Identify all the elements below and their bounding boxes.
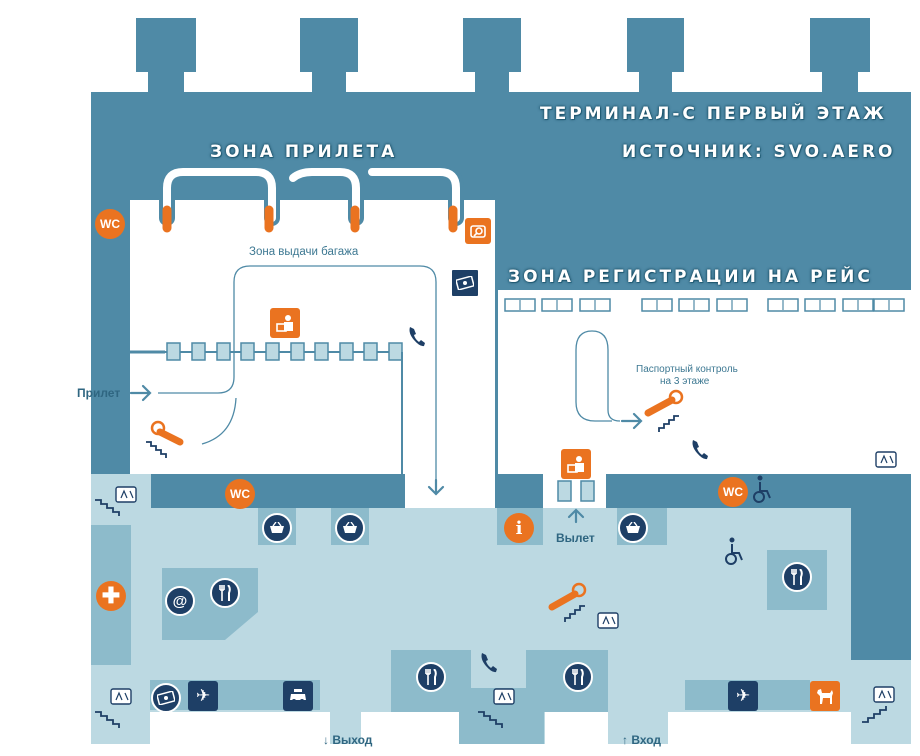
baggage-claim-label: Зона выдачи багажа: [249, 246, 359, 258]
restaurant-icon: [416, 662, 446, 692]
source-caption: ИСТОЧНИК: SVO.AERO: [622, 142, 896, 162]
arrival-entry-label: Прилет: [77, 386, 121, 400]
wheelchair-icon: [725, 475, 771, 565]
shop-icon: [335, 513, 365, 543]
banknote-icon: [157, 691, 175, 705]
fork-knife-icon: [791, 569, 803, 585]
passport-control-floor-label: на 3 этаже: [660, 376, 710, 387]
restaurant-icon: [782, 562, 812, 592]
fork-knife-icon: [425, 669, 437, 685]
restaurant-icon: [563, 662, 593, 692]
customs-icon: [270, 308, 300, 338]
wc-icon: WC: [718, 477, 748, 507]
baggage-belts: [159, 164, 464, 233]
escalator-icon: [644, 389, 684, 432]
customs-officer-icon: [276, 315, 293, 332]
shop-icon: [618, 513, 648, 543]
down-arrow-icon: ↓: [323, 733, 329, 747]
fork-knife-icon: [219, 585, 231, 601]
map-title: ТЕРМИНАЛ-С ПЕРВЫЙ ЭТАЖ: [540, 104, 887, 124]
taxi-car-icon: [290, 689, 306, 703]
baggage-search-icon: [465, 218, 491, 244]
flight-icon: ✈: [188, 681, 218, 711]
shop-icon: [262, 513, 292, 543]
departure-booths: [557, 480, 595, 502]
flight-icon: ✈: [728, 681, 758, 711]
departure-label: Вылет: [556, 531, 595, 545]
info-icon: i: [504, 513, 534, 543]
first-aid-icon: ✚: [96, 581, 126, 611]
dog-icon: [810, 681, 840, 711]
escalator-icon: [548, 582, 587, 622]
dog-silhouette-icon: [817, 689, 833, 704]
arrival-zone-title: ЗОНА ПРИЛЕТА: [210, 142, 398, 162]
escalator-icon: [146, 420, 184, 458]
stairs-icons: [95, 499, 887, 728]
exit-text: Выход: [332, 733, 373, 747]
checkin-hall: [498, 290, 911, 474]
checkin-zone-title: ЗОНА РЕГИСТРАЦИИ НА РЕЙС: [508, 267, 873, 287]
passenger-routes: [158, 265, 621, 485]
wc-icon: WC: [225, 479, 255, 509]
taxi-icon: [283, 681, 313, 711]
exit-label: ↓ Выход: [323, 733, 372, 747]
magnifier-icon: [470, 225, 486, 238]
basket-icon: [626, 522, 640, 533]
customs-icon: [561, 449, 591, 479]
currency-exchange-icon: [450, 268, 480, 298]
basket-icon: [270, 522, 284, 533]
up-arrow-icon: ↑: [622, 733, 628, 747]
passport-control-label: Паспортный контроль: [636, 364, 738, 375]
boarding-piers: [136, 18, 870, 92]
banknote-icon: [456, 276, 474, 290]
arrival-booths: [128, 342, 403, 361]
checkin-counters: [504, 298, 905, 312]
fork-knife-icon: [572, 669, 584, 685]
restaurant-icon: [210, 578, 240, 608]
phone-icons: [409, 327, 708, 673]
entrance-text: Вход: [631, 733, 662, 747]
customs-officer-icon: [567, 456, 584, 473]
route-arrows: [129, 384, 643, 524]
internet-icon: @: [165, 586, 195, 616]
wc-icon: WC: [95, 209, 125, 239]
entrance-label: ↑ Вход: [622, 733, 661, 747]
basket-icon: [343, 522, 357, 533]
currency-exchange-icon: [151, 683, 181, 713]
